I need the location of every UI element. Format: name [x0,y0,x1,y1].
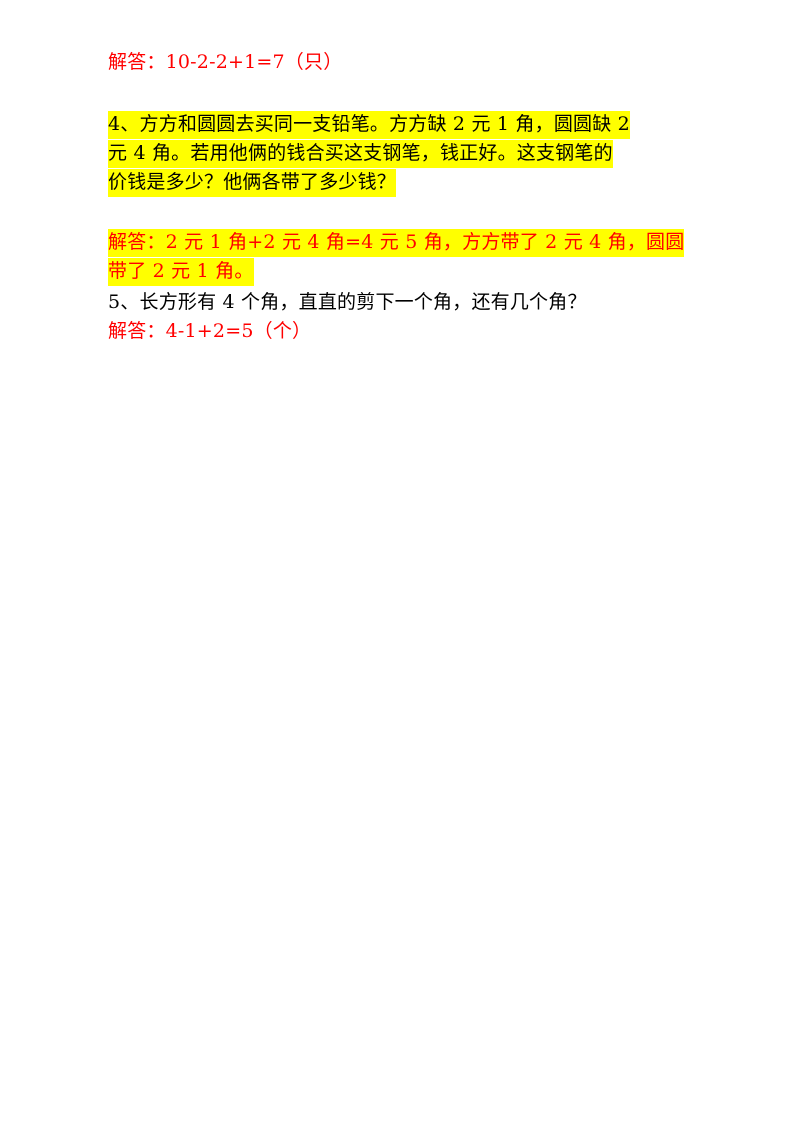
answer-5: 解答：4-1+2=5（个） [108,319,311,343]
question-4-line-1: 4、方方和圆圆去买同一支铅笔。方方缺 2 元 1 角，圆圆缺 2 [108,111,630,139]
answer-4-line-2: 带了 2 元 1 角。 [108,258,254,286]
highlighted-question-text: 价钱是多少？他俩各带了多少钱？ [108,169,397,197]
highlighted-answer-text: 带了 2 元 1 角。 [108,258,254,286]
question-4-line-2: 元 4 角。若用他俩的钱合买这支钢笔，钱正好。这支钢笔的 [108,140,613,168]
answer-text: 解答：4-1+2=5（个） [108,320,312,342]
highlighted-answer-text: 解答：2 元 1 角+2 元 4 角=4 元 5 角，方方带了 2 元 4 角，… [108,229,685,257]
question-4-line-3: 价钱是多少？他俩各带了多少钱？ [108,169,397,197]
question-text: 5、长方形有 4 个角，直直的剪下一个角，还有几个角？ [108,291,587,313]
answer-4-line-1: 解答：2 元 1 角+2 元 4 角=4 元 5 角，方方带了 2 元 4 角，… [108,229,685,257]
answer-line-3: 解答：10-2-2+1=7（只） [108,50,342,74]
answer-text: 解答：10-2-2+1=7（只） [108,51,343,73]
question-5: 5、长方形有 4 个角，直直的剪下一个角，还有几个角？ [108,290,587,314]
highlighted-question-text: 元 4 角。若用他俩的钱合买这支钢笔，钱正好。这支钢笔的 [108,140,613,168]
highlighted-question-text: 4、方方和圆圆去买同一支铅笔。方方缺 2 元 1 角，圆圆缺 2 [108,111,630,139]
